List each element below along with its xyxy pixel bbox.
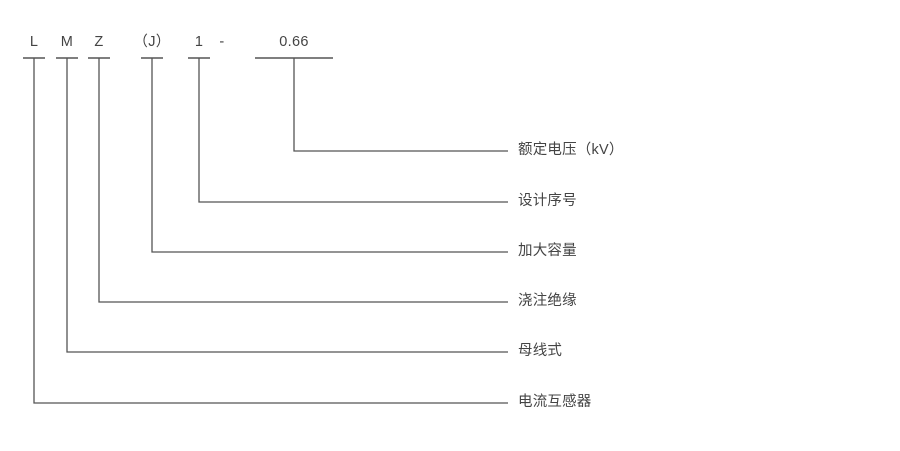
leader-line-1 — [293, 58, 508, 152]
code-token-2: M — [60, 34, 74, 50]
leader-line-3 — [151, 58, 508, 253]
leader-label-2: 设计序号 — [518, 193, 577, 209]
leader-label-6: 电流互感器 — [518, 394, 592, 410]
leader-label-4: 浇注绝缘 — [518, 293, 577, 309]
code-token-1: L — [29, 34, 39, 50]
leader-line-4 — [98, 58, 508, 303]
code-token-7: 0.66 — [279, 34, 309, 50]
leader-label-3: 加大容量 — [518, 243, 577, 259]
code-token-4: （J） — [133, 34, 171, 50]
leader-label-5: 母线式 — [518, 343, 563, 359]
leader-line-6 — [33, 58, 508, 404]
code-token-3: Z — [94, 34, 104, 50]
code-token-6: - — [219, 34, 225, 50]
leader-lines — [33, 58, 508, 404]
leader-line-2 — [198, 58, 508, 203]
leader-label-1: 额定电压（kV） — [518, 142, 624, 158]
code-token-5: 1 — [194, 34, 204, 50]
leader-line-5 — [66, 58, 508, 353]
